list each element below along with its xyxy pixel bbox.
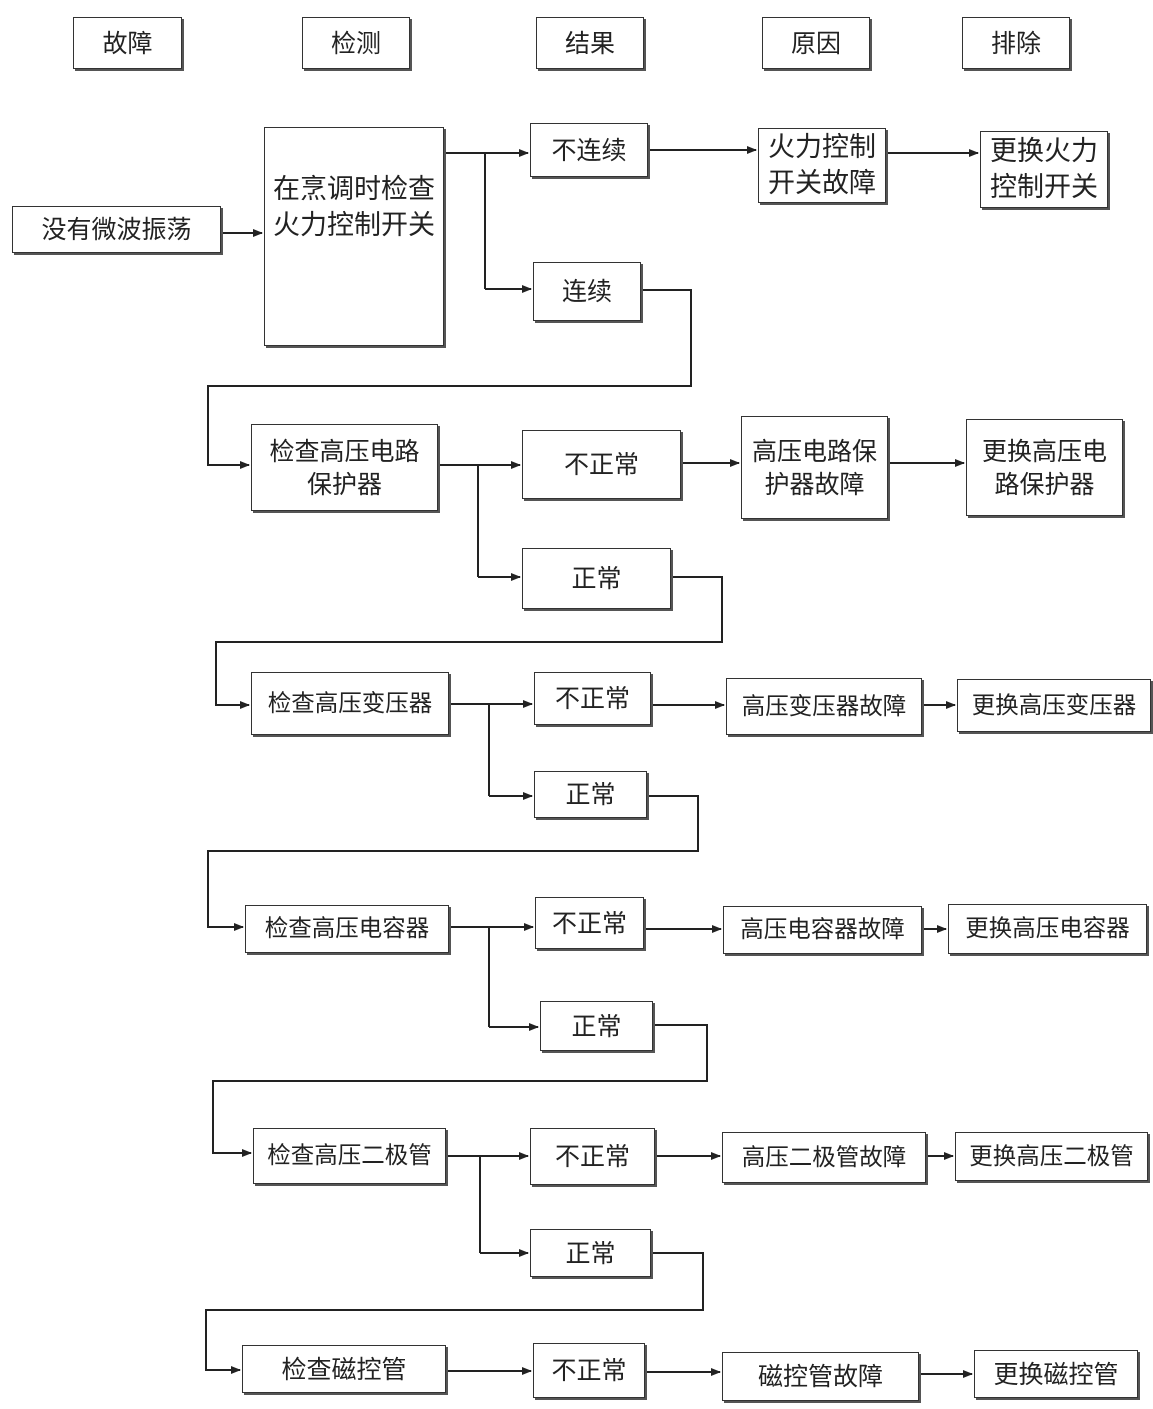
fix1-box: 更换火力控制开关 (980, 131, 1108, 208)
result1-bad-text: 不连续 (551, 135, 627, 165)
header-cause-text: 原因 (790, 28, 841, 58)
result6-bad-text: 不正常 (551, 1356, 627, 1385)
result3-bad-text: 不正常 (554, 684, 630, 713)
fix2-line2: 路保护器 (994, 469, 1095, 499)
result3-bad-box: 不正常 (534, 672, 651, 725)
fix3-text: 更换高压变压器 (971, 690, 1137, 719)
check2-line2: 保护器 (306, 469, 382, 499)
fix6-text: 更换磁控管 (993, 1359, 1119, 1389)
check6-box: 检查磁控管 (242, 1345, 446, 1393)
result2-ok-text: 正常 (571, 564, 622, 593)
result1-bad-box: 不连续 (530, 123, 648, 177)
header-result: 结果 (536, 17, 644, 69)
cause1-line1: 火力控制 (768, 131, 876, 163)
cause1-box: 火力控制开关故障 (758, 128, 886, 203)
cause2-line2: 护器故障 (764, 469, 865, 499)
branch-check3 (449, 703, 490, 796)
header-detect-text: 检测 (330, 28, 381, 58)
header-fix-text: 排除 (990, 28, 1041, 58)
cause4-box: 高压电容器故障 (723, 906, 922, 954)
fix1-line1: 更换火力 (990, 135, 1098, 167)
result3-ok-text: 正常 (565, 780, 616, 809)
check3-box: 检查高压变压器 (251, 672, 449, 735)
header-fault: 故障 (73, 17, 182, 69)
cause5-text: 高压二极管故障 (741, 1142, 907, 1171)
check4-box: 检查高压电容器 (245, 905, 449, 953)
result5-bad-text: 不正常 (554, 1142, 630, 1171)
result4-ok-text: 正常 (571, 1011, 622, 1041)
wire-ok5-check6 (205, 1252, 704, 1374)
result5-ok-text: 正常 (565, 1238, 616, 1268)
fix2-line1: 更换高压电 (981, 436, 1107, 466)
check6-text: 检查磁控管 (281, 1354, 407, 1384)
result6-bad-box: 不正常 (533, 1343, 645, 1398)
header-detect: 检测 (302, 17, 410, 69)
header-fix: 排除 (962, 17, 1070, 69)
cause6-box: 磁控管故障 (722, 1352, 919, 1401)
cause3-text: 高压变压器故障 (741, 691, 907, 720)
result2-ok-box: 正常 (522, 548, 671, 609)
check1-box: 在烹调时检查火力控制开关 (264, 127, 444, 346)
cause4-text: 高压电容器故障 (740, 915, 905, 944)
result3-ok-box: 正常 (534, 771, 647, 818)
check2-box: 检查高压电路保护器 (251, 424, 438, 511)
header-cause: 原因 (762, 17, 870, 69)
fault-box: 没有微波振荡 (12, 206, 221, 253)
cause6-text: 磁控管故障 (757, 1362, 883, 1391)
wire-ok3-check4 (207, 795, 699, 931)
wire-ok1-check2 (207, 289, 692, 469)
branch-check4 (449, 926, 490, 1027)
header-result-text: 结果 (564, 28, 615, 58)
check4-text: 检查高压电容器 (264, 914, 430, 943)
result1-ok-box: 连续 (533, 262, 641, 321)
fix2-box: 更换高压电路保护器 (966, 419, 1123, 516)
result5-bad-box: 不正常 (530, 1128, 655, 1185)
fault-text: 没有微波振荡 (41, 215, 192, 244)
cause1-line2: 开关故障 (768, 167, 876, 199)
fix6-box: 更换磁控管 (974, 1350, 1138, 1398)
fix4-box: 更换高压电容器 (948, 904, 1147, 954)
fix5-box: 更换高压二极管 (955, 1132, 1148, 1181)
result4-bad-box: 不正常 (535, 897, 644, 949)
fix1-line2: 控制开关 (990, 171, 1098, 203)
fix4-text: 更换高压电容器 (965, 914, 1130, 943)
check2-line1: 检查高压电路 (269, 436, 420, 466)
branch-check1 (444, 152, 486, 289)
check1-text: 在烹调时检查火力控制开关 (273, 174, 435, 241)
result1-ok-text: 连续 (561, 277, 612, 306)
cause2-line1: 高压电路保 (751, 436, 877, 466)
branch-check2 (438, 464, 479, 577)
result2-bad-text: 不正常 (563, 450, 639, 479)
result4-ok-box: 正常 (540, 1001, 653, 1051)
fix5-text: 更换高压二极管 (969, 1141, 1134, 1170)
check5-text: 检查高压二极管 (267, 1141, 432, 1170)
wire-ok2-check3 (215, 576, 723, 709)
branch-check5 (446, 1155, 481, 1253)
cause5-box: 高压二极管故障 (722, 1132, 926, 1183)
result5-ok-box: 正常 (530, 1229, 651, 1277)
check5-box: 检查高压二极管 (253, 1128, 446, 1184)
check3-text: 检查高压变压器 (267, 688, 433, 717)
result2-bad-box: 不正常 (522, 430, 681, 499)
header-fault-text: 故障 (102, 28, 153, 58)
fix3-box: 更换高压变压器 (957, 679, 1151, 732)
result4-bad-text: 不正常 (551, 908, 627, 938)
wire-ok4-check5 (212, 1024, 708, 1157)
cause2-box: 高压电路保护器故障 (741, 416, 888, 519)
cause3-box: 高压变压器故障 (726, 678, 922, 735)
